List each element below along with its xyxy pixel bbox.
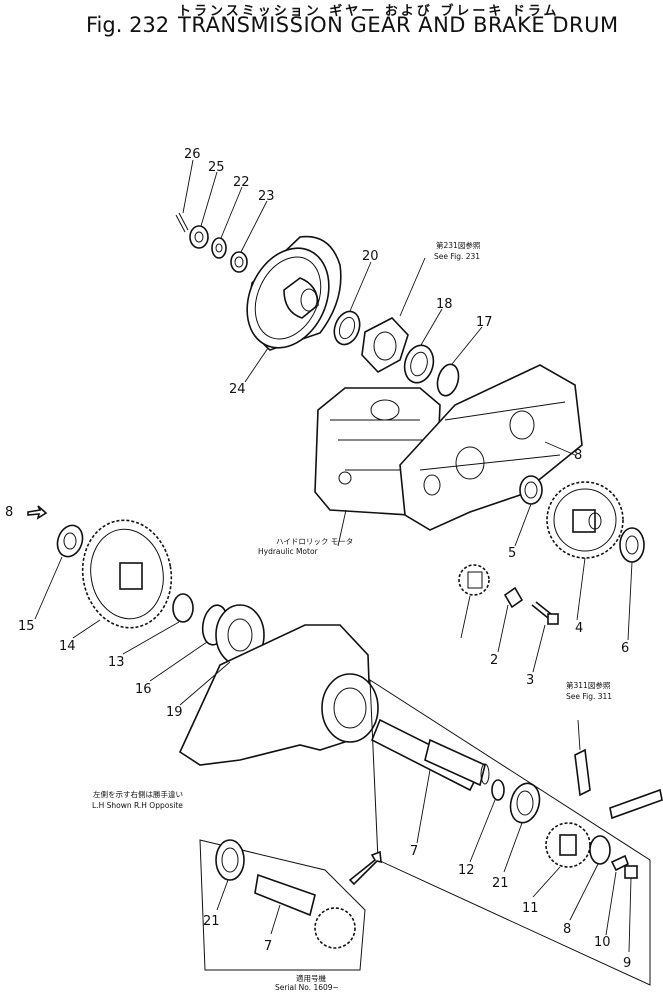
sprocket-11 xyxy=(545,822,591,868)
label-10: 10 xyxy=(594,935,611,950)
label-2: 2 xyxy=(490,653,498,668)
label-3: 3 xyxy=(526,673,534,688)
label-5: 5 xyxy=(508,546,516,561)
bolt-9 xyxy=(624,865,638,879)
serial-note-jp: 適用号機 xyxy=(296,973,326,983)
lh-note-en: L.H Shown R.H Opposite xyxy=(92,801,183,810)
label-21: 21 xyxy=(492,876,509,891)
label-24: 24 xyxy=(229,382,246,397)
label-22: 22 xyxy=(233,175,250,190)
inset-seal-21 xyxy=(215,839,245,881)
arrow-icon xyxy=(348,850,382,886)
bearing-23 xyxy=(230,251,248,273)
label-8-upper: 8 xyxy=(574,448,582,463)
label-15: 15 xyxy=(18,619,35,634)
label-23: 23 xyxy=(258,189,275,204)
oil-seal-20 xyxy=(333,310,361,346)
label-19: 19 xyxy=(166,705,183,720)
label-8-left: 8 xyxy=(5,505,13,520)
transmission-case xyxy=(399,364,583,531)
arrow-left-icon xyxy=(27,505,48,520)
label-13: 13 xyxy=(108,655,125,670)
motor-label-en: Hydraulic Motor xyxy=(258,547,319,556)
label-4: 4 xyxy=(575,621,583,636)
leader-lines xyxy=(34,159,633,953)
lock-plate-10 xyxy=(610,854,630,872)
serial-note-en: Serial No. 1609~ xyxy=(275,983,339,992)
snap-ring-17 xyxy=(436,363,460,397)
label-7-inset: 7 xyxy=(264,939,272,954)
shaft-group-bracket xyxy=(369,679,651,986)
washer-8 xyxy=(589,835,611,865)
label-21-inset: 21 xyxy=(203,914,220,929)
label-8-lower: 8 xyxy=(563,922,571,937)
label-16: 16 xyxy=(135,682,152,697)
label-9: 9 xyxy=(623,956,631,971)
bearing-6 xyxy=(619,527,645,563)
shim-13 xyxy=(172,593,194,623)
track-chain xyxy=(574,719,663,820)
washer-22 xyxy=(211,237,227,259)
bearing-18 xyxy=(403,344,435,384)
bearing-cage xyxy=(361,317,409,373)
see-fig-311-en: See Fig. 311 xyxy=(566,692,612,701)
o-ring-12 xyxy=(491,779,505,801)
figure-title: TRANSMISSION GEAR AND BRAKE DRUM xyxy=(178,13,619,37)
japanese-title: トランスミッション ギヤー および ブレーキ ドラム xyxy=(178,4,560,19)
shaft-7 xyxy=(370,718,490,792)
label-7: 7 xyxy=(410,844,418,859)
motor-label-jp: ハイドロリック モータ xyxy=(276,537,353,546)
label-26: 26 xyxy=(184,147,201,162)
bearing-5 xyxy=(519,475,543,505)
cotter-pin-26 xyxy=(175,212,189,233)
nut-25 xyxy=(189,225,209,249)
brake-drum-24 xyxy=(246,235,342,351)
label-25: 25 xyxy=(208,160,225,175)
see-fig-231-jp: 第231図参照 xyxy=(436,240,481,250)
label-14: 14 xyxy=(59,639,76,654)
label-17: 17 xyxy=(476,315,493,330)
seal-21 xyxy=(509,782,541,824)
label-18: 18 xyxy=(436,297,453,312)
lh-note-jp: 左側を示す右側は勝手違い xyxy=(93,789,183,799)
label-11: 11 xyxy=(522,901,539,916)
spacer-2 xyxy=(503,586,524,609)
pinion-gear xyxy=(458,564,490,596)
figure-number: Fig. 232 xyxy=(86,13,170,37)
gear-14 xyxy=(81,519,173,629)
bolt-3 xyxy=(531,601,559,625)
see-fig-231-en: See Fig. 231 xyxy=(434,252,480,261)
inset-shaft-7 xyxy=(254,873,356,949)
label-20: 20 xyxy=(362,249,379,264)
label-6: 6 xyxy=(621,641,629,656)
gear-4 xyxy=(546,481,624,559)
oil-seal-15 xyxy=(56,524,84,558)
inset-frame xyxy=(199,839,366,971)
label-12: 12 xyxy=(458,863,475,878)
final-drive-case xyxy=(178,624,379,766)
see-fig-311-jp: 第311図参照 xyxy=(566,680,611,690)
